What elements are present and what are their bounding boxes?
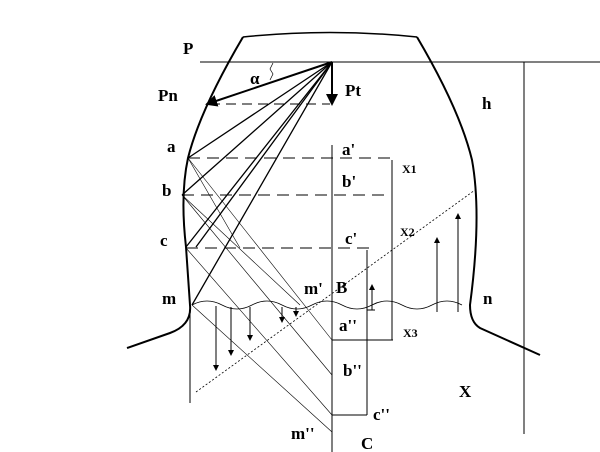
- label-n: n: [483, 289, 493, 308]
- label-Pt: Pt: [345, 81, 362, 100]
- tooth-right-profile: [416, 36, 541, 356]
- label-Pn: Pn: [158, 86, 178, 105]
- tooth-top-land: [242, 31, 418, 38]
- label-X3: X3: [403, 326, 418, 340]
- pn-force-arrow: [205, 61, 333, 107]
- projection-lines: [181, 157, 333, 433]
- label-h: h: [482, 94, 492, 113]
- label-a: a: [167, 137, 176, 156]
- label-C: C: [361, 434, 374, 452]
- linear-stress-line: [195, 189, 476, 393]
- label-X1: X1: [402, 162, 417, 176]
- label-P: P: [183, 39, 194, 58]
- label-a-double-prime: a'': [339, 316, 357, 335]
- label-m: m: [162, 289, 177, 308]
- level-dashed-lines: [182, 157, 395, 249]
- root-wavy-line: [191, 300, 463, 310]
- label-b-double-prime: b'': [343, 361, 362, 380]
- label-X: X: [459, 382, 472, 401]
- label-m-prime: m': [304, 279, 323, 298]
- label-c-double-prime: c'': [373, 405, 390, 424]
- label-c-prime: c': [345, 229, 358, 248]
- alpha-angle-mark: [269, 62, 274, 81]
- label-b: b: [162, 181, 172, 200]
- label-m-double-prime: m'': [291, 424, 315, 443]
- load-rays: [181, 61, 333, 306]
- label-c: c: [160, 231, 168, 250]
- label-alpha: α: [250, 69, 260, 88]
- stress-arrows: [213, 213, 461, 371]
- label-a-prime: a': [342, 140, 356, 159]
- label-b-prime: b': [342, 172, 357, 191]
- label-X2: X2: [400, 225, 415, 239]
- label-B: B: [336, 278, 348, 297]
